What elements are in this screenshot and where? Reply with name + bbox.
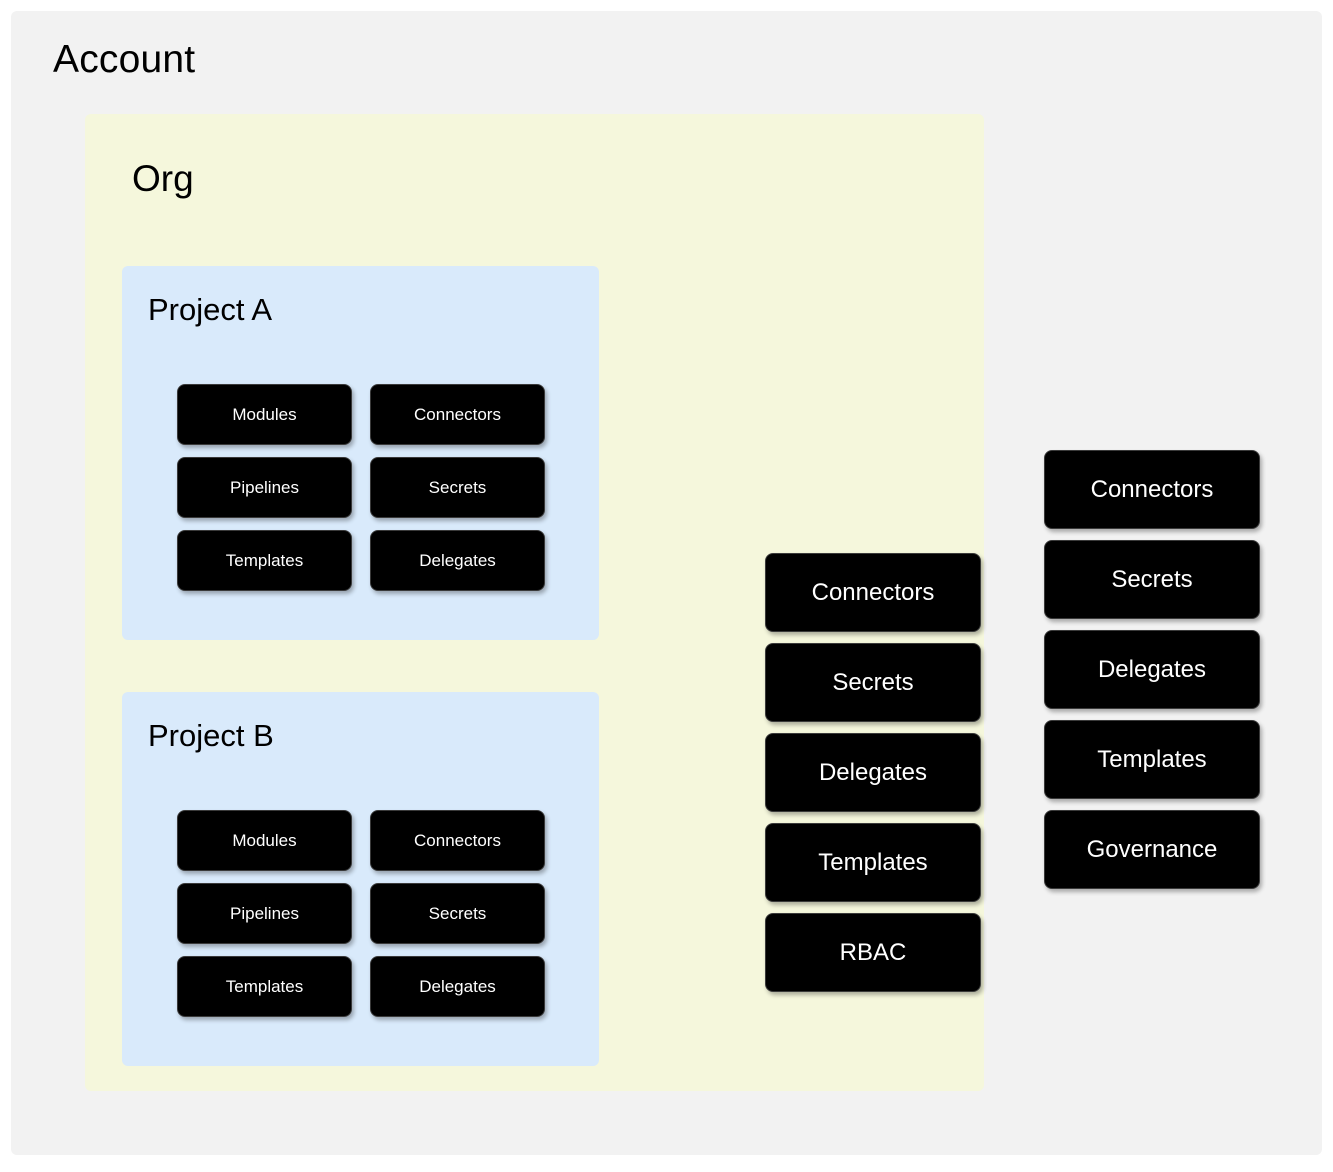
project-b-item-secrets[interactable]: Secrets: [370, 883, 545, 944]
project-b-item-connectors[interactable]: Connectors: [370, 810, 545, 871]
project-b-item-delegates[interactable]: Delegates: [370, 956, 545, 1017]
org-title: Org: [132, 158, 194, 199]
org-scope-card: Org Project A Modules Connectors Pipelin…: [85, 114, 984, 1091]
project-b-title: Project B: [148, 718, 274, 753]
project-a-item-delegates[interactable]: Delegates: [370, 530, 545, 591]
project-a-items: Modules Connectors Pipelines Secrets Tem…: [177, 384, 545, 591]
org-item-templates[interactable]: Templates: [765, 823, 981, 902]
project-card-a: Project A Modules Connectors Pipelines S…: [122, 266, 599, 640]
org-item-delegates[interactable]: Delegates: [765, 733, 981, 812]
org-item-secrets[interactable]: Secrets: [765, 643, 981, 722]
account-item-templates[interactable]: Templates: [1044, 720, 1260, 799]
account-title: Account: [53, 38, 196, 81]
project-a-title: Project A: [148, 292, 273, 327]
project-a-item-secrets[interactable]: Secrets: [370, 457, 545, 518]
project-a-item-modules[interactable]: Modules: [177, 384, 352, 445]
project-b-item-templates[interactable]: Templates: [177, 956, 352, 1017]
account-scope-items: Connectors Secrets Delegates Templates G…: [1044, 450, 1260, 889]
org-scope-items: Connectors Secrets Delegates Templates R…: [765, 553, 981, 992]
project-a-item-templates[interactable]: Templates: [177, 530, 352, 591]
account-item-secrets[interactable]: Secrets: [1044, 540, 1260, 619]
project-a-item-pipelines[interactable]: Pipelines: [177, 457, 352, 518]
account-item-governance[interactable]: Governance: [1044, 810, 1260, 889]
account-item-delegates[interactable]: Delegates: [1044, 630, 1260, 709]
org-item-rbac[interactable]: RBAC: [765, 913, 981, 992]
org-item-connectors[interactable]: Connectors: [765, 553, 981, 632]
project-b-item-modules[interactable]: Modules: [177, 810, 352, 871]
project-b-items: Modules Connectors Pipelines Secrets Tem…: [177, 810, 545, 1017]
account-scope-card: Account Org Project A Modules Connectors…: [11, 11, 1322, 1155]
project-b-item-pipelines[interactable]: Pipelines: [177, 883, 352, 944]
project-card-b: Project B Modules Connectors Pipelines S…: [122, 692, 599, 1066]
project-a-item-connectors[interactable]: Connectors: [370, 384, 545, 445]
account-item-connectors[interactable]: Connectors: [1044, 450, 1260, 529]
